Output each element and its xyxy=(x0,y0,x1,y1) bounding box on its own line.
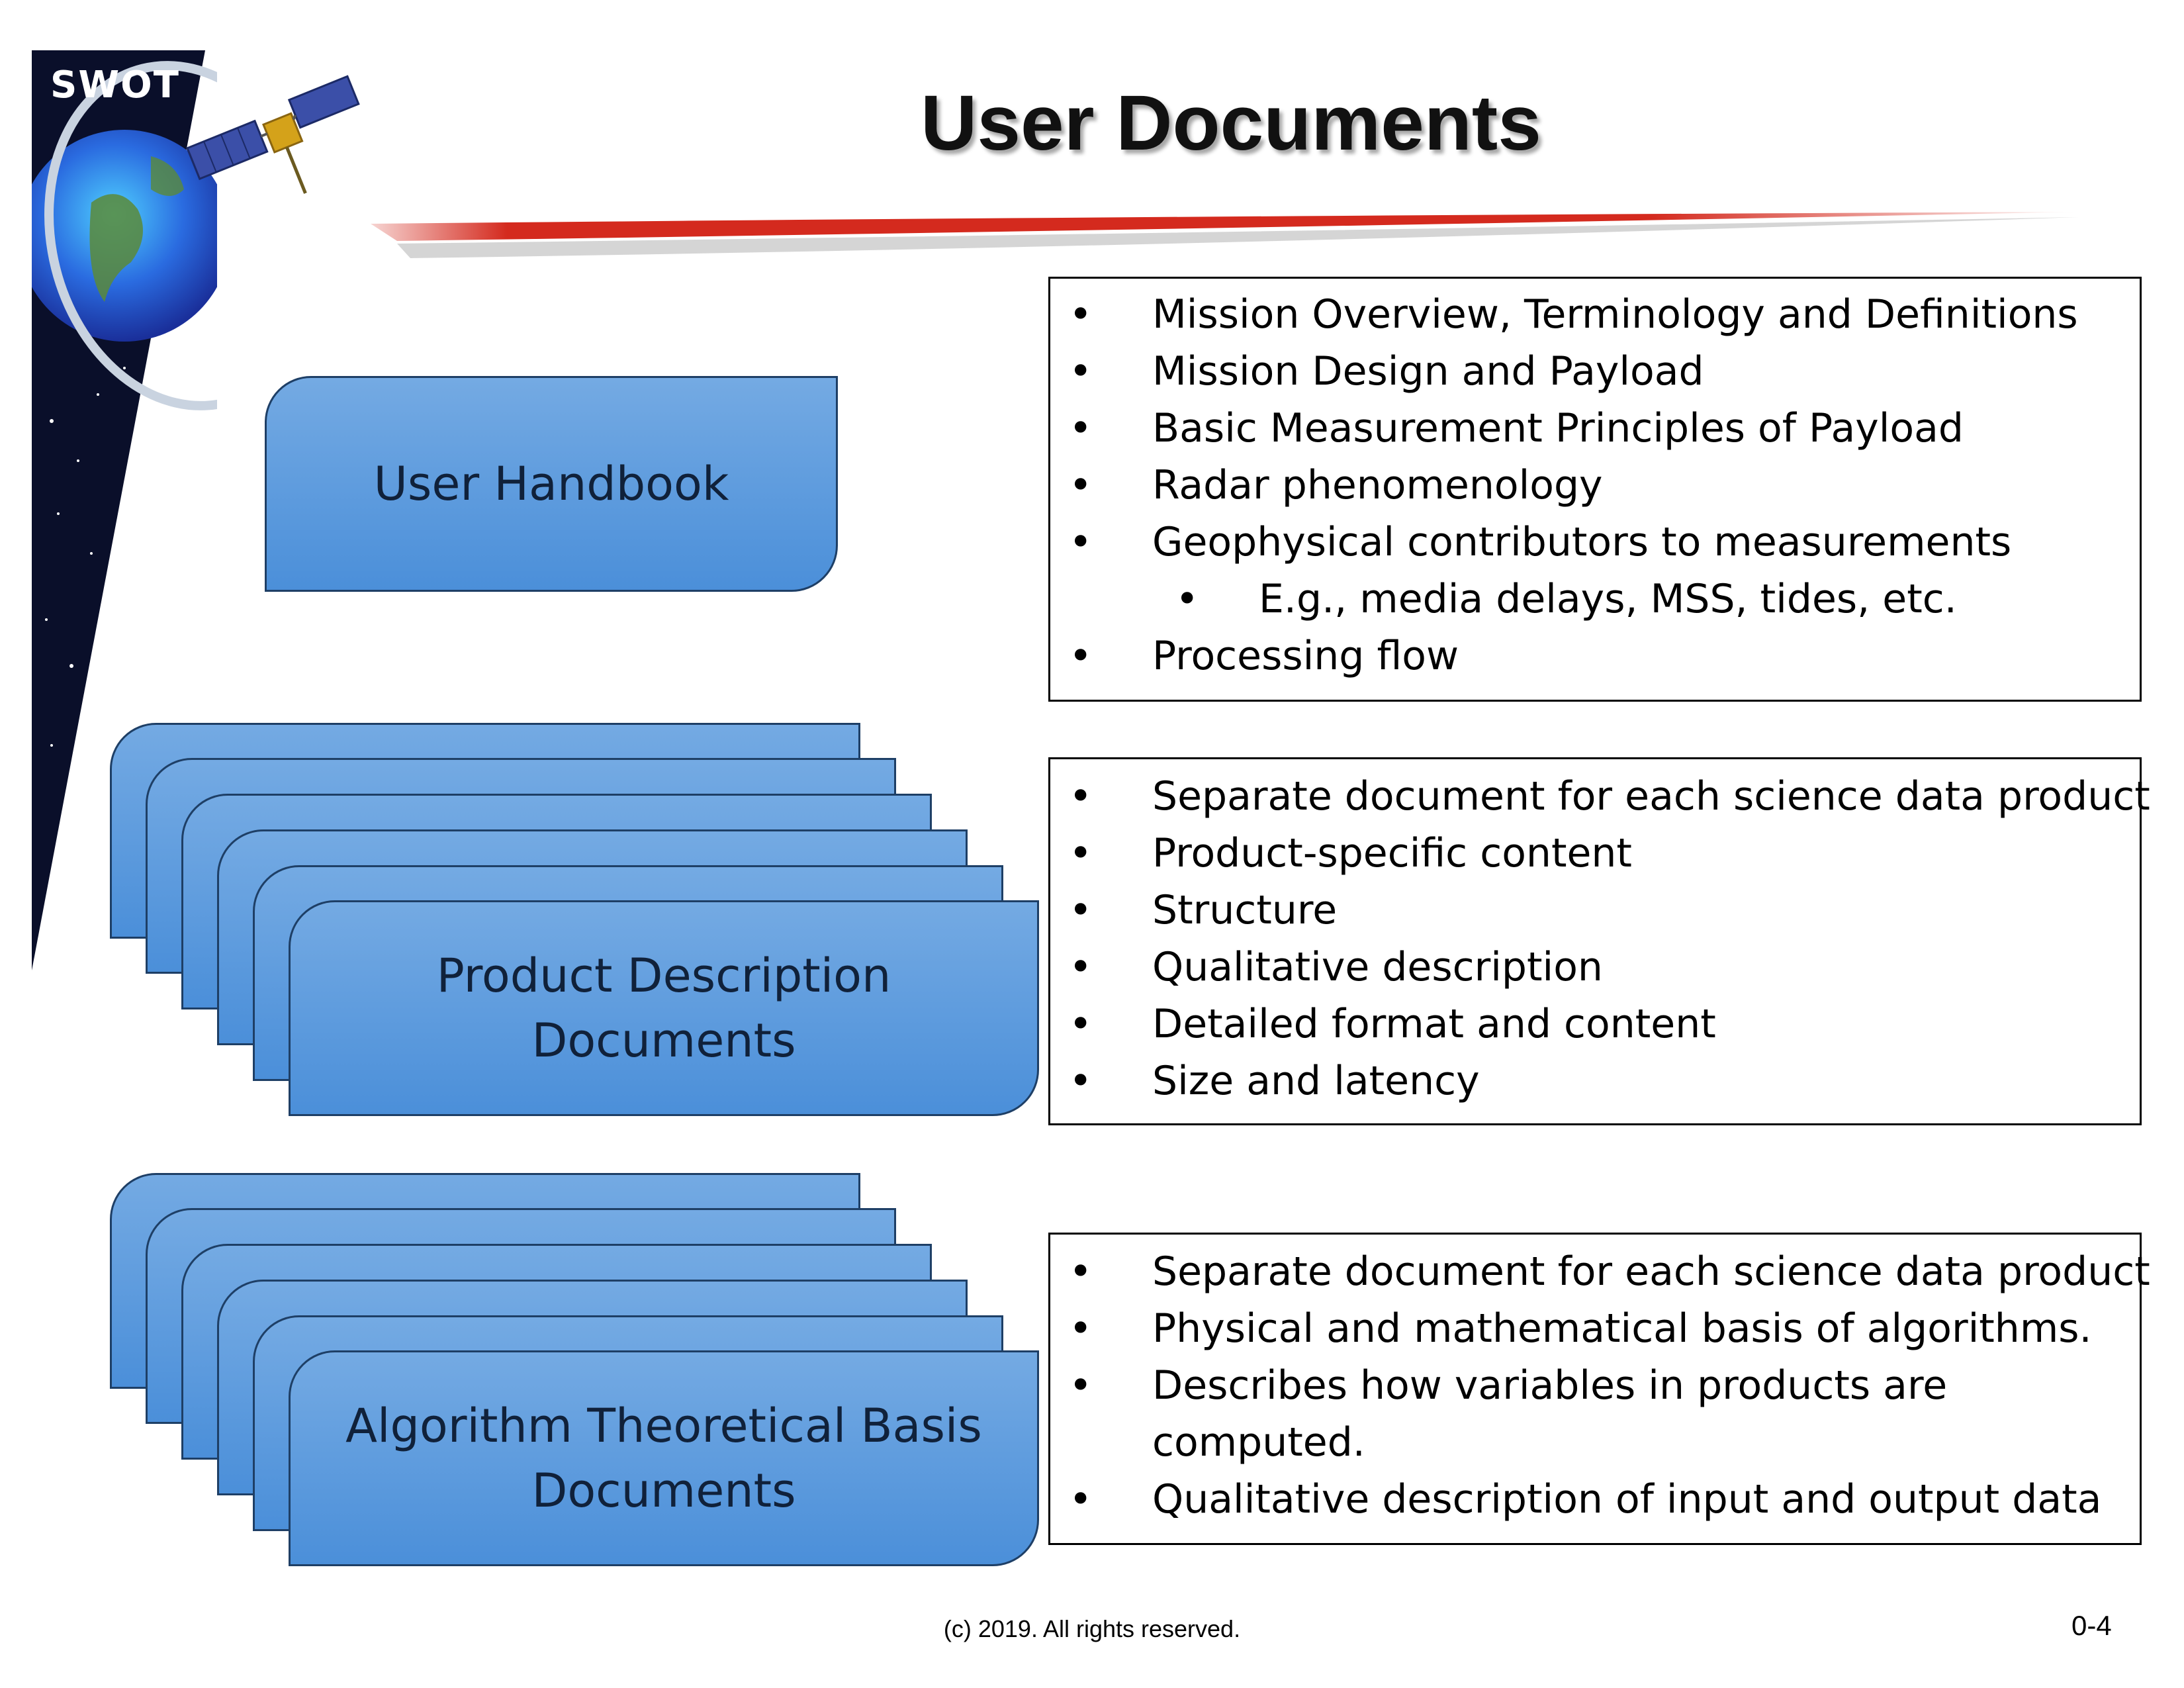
product-description-label: Product Description Documents xyxy=(436,949,891,1068)
copyright-footer: (c) 2019. All rights reserved. xyxy=(943,1615,1241,1642)
title-swoosh-divider xyxy=(371,212,2078,258)
space-logo-strip xyxy=(32,50,217,970)
swot-logo-text: SWOT xyxy=(50,64,180,107)
product-description-box xyxy=(289,900,1039,1116)
user-handbook-label: User Handbook xyxy=(373,457,729,511)
page-title: User Documents xyxy=(921,79,1541,167)
handbook-bullet-box xyxy=(1048,277,2142,702)
pdd-bullet-box xyxy=(1048,757,2142,1125)
algorithm-basis-label: Algorithm Theoretical Basis Documents xyxy=(345,1399,982,1518)
algorithm-basis-box xyxy=(289,1350,1039,1566)
user-handbook-box xyxy=(265,376,838,592)
page-number: 0-4 xyxy=(2071,1610,2112,1641)
satellite-icon xyxy=(186,75,360,194)
atbd-bullet-box xyxy=(1048,1233,2142,1545)
